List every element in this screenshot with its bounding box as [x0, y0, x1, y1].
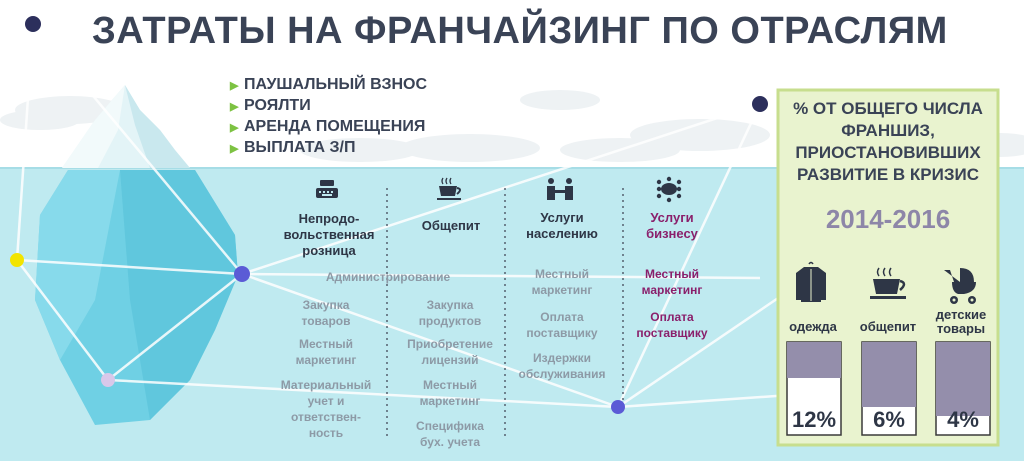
iceberg-tip: [62, 85, 190, 168]
service-people-icon: [547, 178, 573, 200]
typewriter-icon: [316, 180, 338, 198]
column-header-business-services: Услуги бизнесу: [646, 210, 698, 241]
column-header-retail: Непродо- вольственная розница: [283, 211, 375, 258]
list-item: ▶ВЫПЛАТА З/П: [230, 138, 427, 159]
bar-value-label: 12%: [792, 407, 836, 432]
shared-cost-label: Администрирование: [325, 270, 451, 284]
coffee-cup-icon: [437, 177, 461, 200]
category-label: одежда: [789, 319, 837, 334]
bar-value-label: 6%: [873, 407, 905, 432]
bar: [862, 342, 916, 407]
column-dividers: [386, 188, 624, 440]
bar-value-label: 4%: [947, 407, 979, 432]
node-dot: [752, 96, 768, 112]
list-item: ▶ПАУШАЛЬНЫЙ ВЗНОС: [230, 75, 427, 96]
cost-types-list: ▶ПАУШАЛЬНЫЙ ВЗНОС ▶РОЯЛТИ ▶АРЕНДА ПОМЕЩЕ…: [230, 75, 427, 159]
arrow-icon: ▶: [230, 101, 239, 113]
panel-title: % ОТ ОБЩЕГО ЧИСЛА ФРАНШИЗ, ПРИОСТАНОВИВШ…: [793, 99, 983, 184]
node-dot: [25, 16, 41, 32]
arrow-icon: ▶: [230, 143, 239, 155]
node-dot: [101, 373, 115, 387]
category-label: общепит: [859, 319, 917, 334]
category-label: детские товары: [935, 307, 987, 336]
page-title: ЗАТРАТЫ НА ФРАНЧАЙЗИНГ ПО ОТРАСЛЯМ: [92, 10, 948, 52]
coffee-cup-icon: [870, 267, 906, 299]
column-header-catering: Общепит: [421, 218, 481, 233]
list-item: ▶АРЕНДА ПОМЕЩЕНИЯ: [230, 117, 427, 138]
node-dot: [234, 266, 250, 282]
arrow-icon: ▶: [230, 80, 239, 92]
bar: [936, 342, 990, 416]
bar: [787, 342, 841, 378]
clouds: [0, 90, 1024, 162]
list-item: ▶РОЯЛТИ: [230, 96, 427, 117]
chart-plot: 12% 6% 4%: [786, 341, 991, 436]
jacket-icon: [796, 261, 826, 302]
years-label: 2014-2016: [825, 204, 951, 234]
node-dot: [611, 400, 625, 414]
node-dot: [10, 253, 24, 267]
column-header-consumer-services: Услуги населению: [526, 210, 598, 241]
stroller-icon: [944, 268, 976, 304]
meeting-table-icon: [656, 176, 682, 203]
arrow-icon: ▶: [230, 122, 239, 134]
